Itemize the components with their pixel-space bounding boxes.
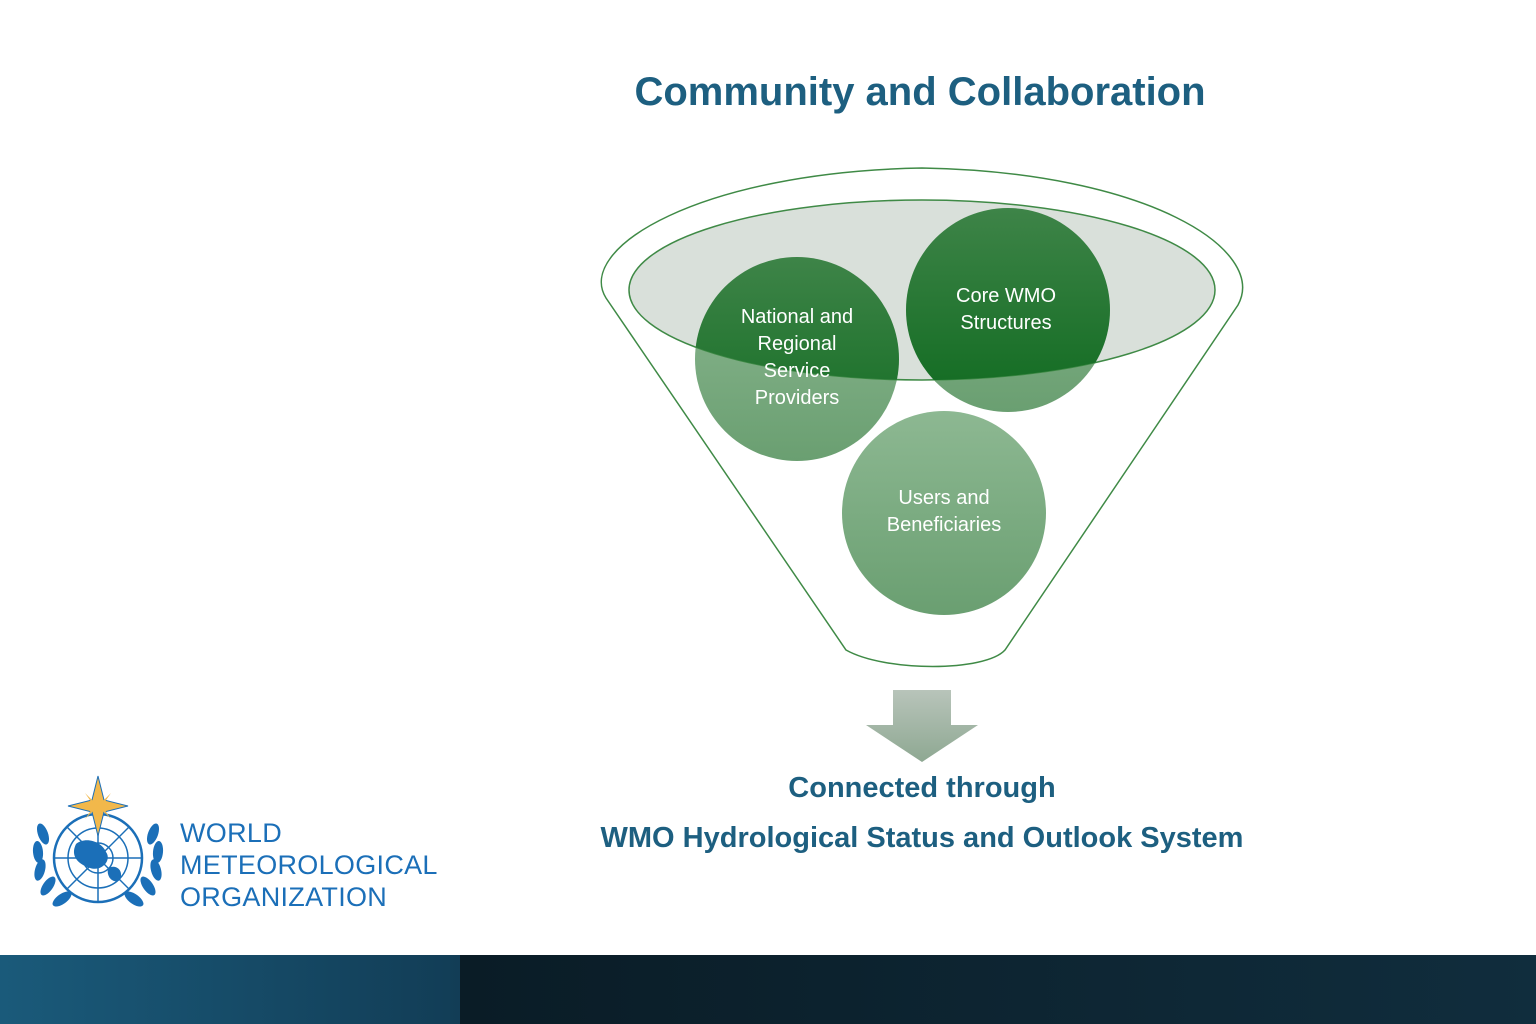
wmo-emblem-icon [32,775,164,907]
bubble-users-label: Users and Beneficiaries [886,487,1002,536]
bubble-national-label: National and Regional Service Providers [740,306,854,409]
bubble-users [842,411,1046,615]
down-arrow-icon [866,690,978,762]
funnel-diagram [600,167,1244,762]
footer-bar [0,955,1536,1024]
caption-line-1: Connected through [788,772,1056,804]
footer-left-band [0,955,460,1024]
bubble-core-top [906,208,1110,380]
logo-wordmark: WORLD METEOROLOGICAL ORGANIZATION [180,818,438,912]
caption-line-2: WMO Hydrological Status and Outlook Syst… [600,822,1244,854]
bubble-core-label: Core WMO Structures [956,285,1056,334]
slide-title: Community and Collaboration [634,70,1206,114]
footer-right-band [460,955,1536,1024]
bubble-national-top [695,257,899,380]
